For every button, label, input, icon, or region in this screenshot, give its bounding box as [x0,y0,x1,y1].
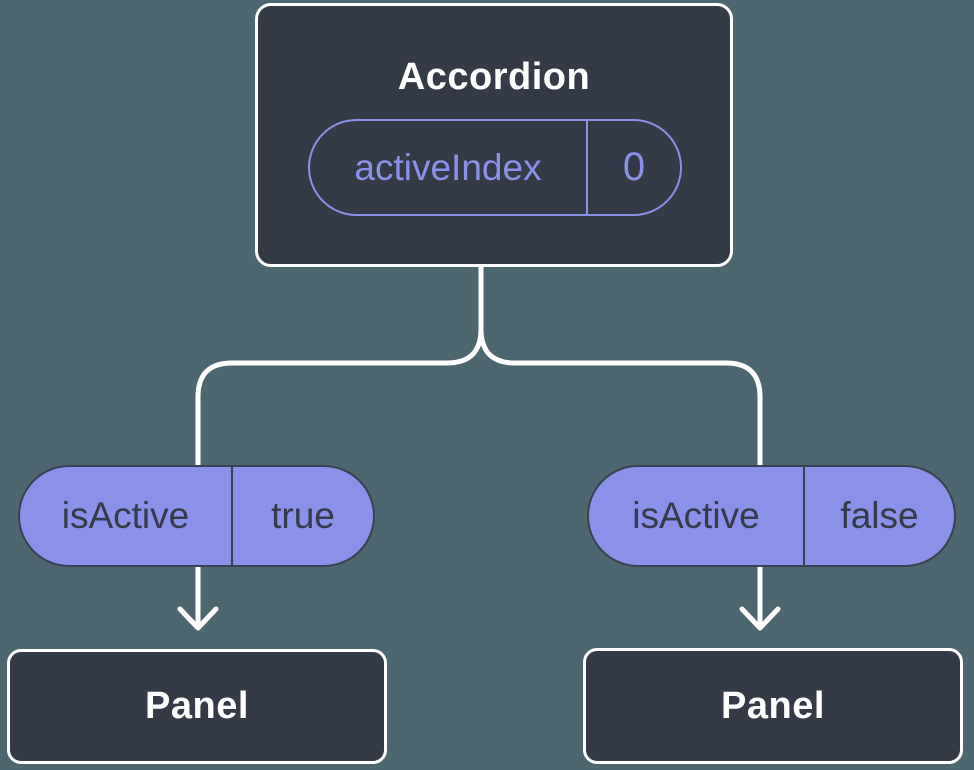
prop-pill-isactive-true: isActive true [18,465,375,567]
state-name-label: activeIndex [354,146,542,188]
connector-right-branch [478,257,763,627]
prop-pill-isactive-false: isActive false [587,465,956,567]
prop-value-label: false [803,467,954,565]
panel-node-left: Panel [7,649,387,764]
connector-left-branch [195,257,484,627]
accordion-node-title: Accordion [397,56,591,98]
arrowhead-left-icon [177,606,219,631]
prop-name-label: isActive [632,495,760,536]
panel-node-title: Panel [721,684,825,727]
panel-node-right: Panel [583,648,963,764]
state-value-label: 0 [586,121,680,214]
state-pill-activeindex: activeIndex 0 [308,119,682,216]
prop-name-label: isActive [61,495,190,536]
arrowhead-right-icon [739,606,781,631]
panel-node-title: Panel [145,685,249,727]
accordion-node: Accordion activeIndex 0 [255,3,733,267]
prop-value-label: true [231,467,373,565]
